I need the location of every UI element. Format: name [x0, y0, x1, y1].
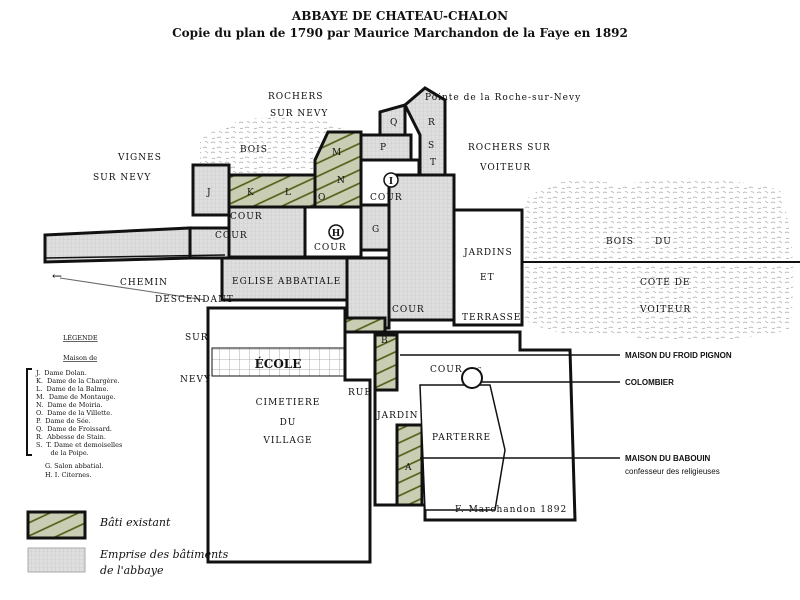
church — [220, 256, 349, 302]
label-et: ET — [480, 273, 495, 283]
cistern-i-icon — [383, 172, 399, 188]
label-bois-voiteur: BOIS — [606, 237, 634, 247]
label-vignes-sur-nevy: SUR NEVY — [93, 173, 151, 183]
label-village: VILLAGE — [262, 436, 312, 446]
label-rue: RUE — [348, 388, 372, 398]
legend-title: LÉGENDE — [63, 333, 98, 342]
label-du: DU — [280, 418, 297, 428]
label-cour-i: COUR — [370, 193, 403, 203]
label-descendant: DESCENDANT — [155, 295, 234, 305]
cemetery — [206, 306, 372, 564]
building-j — [191, 163, 231, 217]
label-cour-1: COUR — [230, 212, 263, 222]
letter-h: H — [332, 229, 341, 239]
legend-item: M. Dame de Montauge. — [36, 393, 116, 401]
label-bois-du: DU — [655, 237, 672, 247]
label-cimetiere: CIMETIERE — [256, 398, 321, 408]
letter-b: B — [381, 336, 389, 346]
label-ecole: ÉCOLE — [255, 356, 302, 371]
label-babouin: MAISON DU BABOUIN — [625, 454, 711, 463]
legend-item: J. Dame Dolan. — [35, 369, 87, 377]
parterre — [419, 384, 506, 511]
cistern-h-icon — [328, 224, 344, 240]
legend-bracket — [26, 368, 32, 456]
label-pointe: Pointe de la Roche-sur-Nevy — [425, 93, 581, 103]
building-q — [378, 103, 407, 137]
letter-j: J — [206, 188, 212, 198]
legend-item: de la Poipe. — [36, 449, 89, 457]
legend-item: O. Dame de la Villette. — [36, 409, 112, 417]
letter-o: O — [318, 193, 326, 203]
label-jardin: JARDIN — [376, 411, 419, 421]
label-bois: BOIS — [240, 145, 268, 155]
label-terrasse: TERRASSE — [462, 313, 521, 323]
letter-t: T — [430, 158, 437, 168]
legend-item: N. Dame de Moiria. — [36, 401, 102, 409]
legend-item: K. Dame de la Chargère. — [36, 377, 119, 385]
letter-q: Q — [390, 118, 398, 128]
arrow-icon: ← — [52, 269, 62, 283]
legend-extra-h: H. I. Citernes. — [45, 471, 92, 479]
legend-item: P. Dame de Sée. — [36, 417, 91, 425]
title-line1: ABBAYE DE CHATEAU-CHALON — [291, 9, 508, 23]
label-cour-h: COUR — [314, 243, 347, 253]
label-confesseur: confesseur des religieuses — [625, 467, 720, 476]
key-footprint-label-2: de l'abbaye — [100, 564, 164, 577]
label-cour-4: COUR — [430, 365, 463, 375]
label-jardins: JARDINS — [463, 248, 513, 258]
letter-i: I — [389, 177, 393, 187]
label-rochers-sur: ROCHERS SUR — [468, 143, 551, 153]
key-footprint-swatch — [27, 547, 86, 573]
legend-item: R. Abbesse de Stain. — [36, 433, 106, 441]
label-cour-2: COUR — [215, 231, 248, 241]
building-small-cour — [188, 226, 231, 260]
key-existing-swatch — [26, 510, 87, 540]
key-existing-label: Bâti existant — [99, 516, 171, 529]
label-voiteur-east: VOITEUR — [639, 305, 691, 315]
label-vignes: VIGNES — [117, 153, 162, 163]
label-rochers: ROCHERS — [268, 92, 323, 102]
signature: F. Marchandon 1892 — [455, 505, 567, 515]
letter-p: P — [380, 143, 387, 153]
label-froid-pignon: MAISON DU FROID PIGNON — [625, 351, 732, 360]
letter-l: L — [285, 188, 292, 198]
path-west — [44, 254, 226, 259]
label-eglise: EGLISE ABBATIALE — [232, 277, 341, 287]
building-a — [395, 423, 424, 507]
woods-voiteur — [525, 178, 794, 342]
letter-k: K — [247, 188, 255, 198]
letter-c: C — [477, 367, 483, 374]
label-cour-3: COUR — [392, 305, 425, 315]
label-colombier: COLOMBIER — [625, 378, 674, 387]
letter-s: S — [428, 141, 435, 151]
legend-item: S. T. Dame et demoiselles — [36, 441, 122, 449]
garden-terrace — [452, 208, 524, 327]
label-sur: SUR — [185, 333, 209, 343]
letter-a: A — [404, 463, 413, 473]
legend-extra-g: G. Salon abbatial. — [45, 462, 103, 470]
label-nevy: NEVY — [180, 375, 211, 385]
school — [211, 347, 345, 377]
legend-items: J. Dame Dolan.K. Dame de la Chargère.L. … — [35, 369, 122, 457]
label-chemin: CHEMIN — [120, 278, 168, 288]
label-sur-nevy: SUR NEVY — [270, 109, 328, 119]
woods-nevy — [200, 117, 350, 175]
legend-item: L. Dame de la Balme. — [36, 385, 109, 393]
label-cote-de: COTE DE — [640, 278, 690, 288]
building-g — [359, 203, 391, 252]
letter-r: R — [428, 118, 436, 128]
colombier — [461, 367, 483, 389]
path-road — [59, 277, 206, 301]
label-voiteur: VOITEUR — [479, 163, 531, 173]
building-b — [373, 333, 399, 392]
legend-subtitle: Maison de — [63, 354, 97, 362]
letter-n: N — [337, 176, 346, 186]
label-parterre: PARTERRE — [432, 433, 491, 443]
key-footprint-label-1: Emprise des bâtiments — [99, 548, 229, 561]
title-line2: Copie du plan de 1790 par Maurice Marcha… — [172, 26, 628, 40]
letter-g: G — [372, 225, 380, 235]
letter-m: M — [332, 148, 342, 158]
legend-item: Q. Dame de Froissard. — [36, 425, 112, 433]
